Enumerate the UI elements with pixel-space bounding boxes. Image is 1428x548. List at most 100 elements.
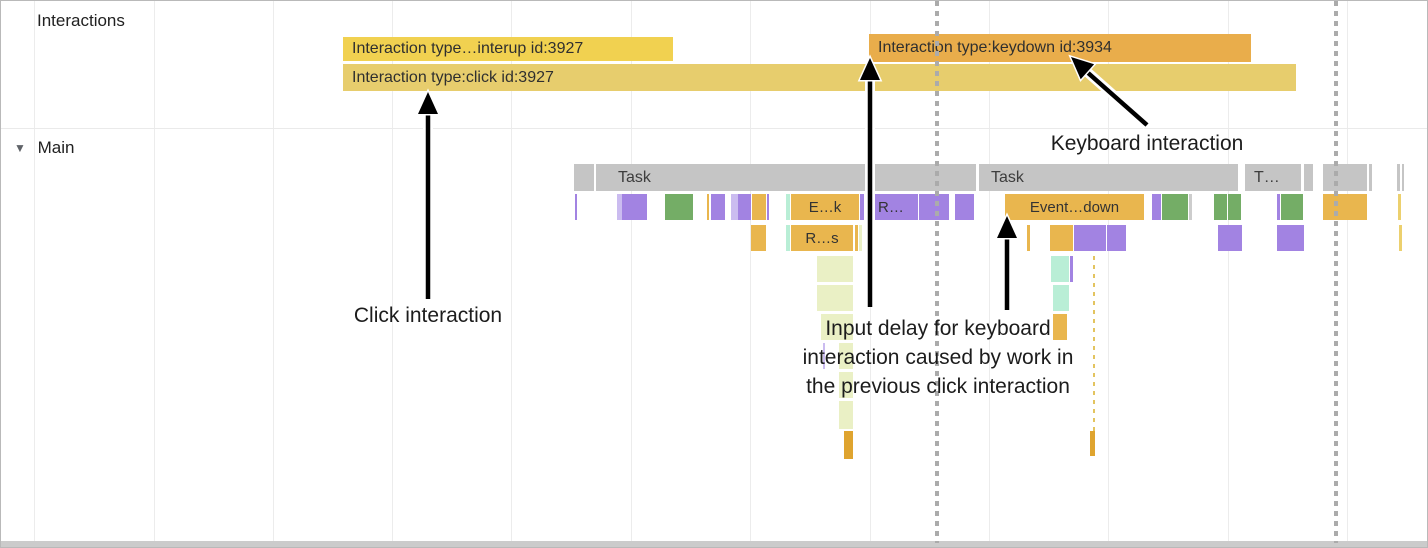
flame-segment[interactable]: R…s bbox=[791, 225, 853, 251]
flame-segment[interactable] bbox=[1214, 194, 1227, 220]
flame-segment-label: E…k bbox=[808, 198, 842, 216]
flame-segment[interactable] bbox=[1228, 194, 1241, 220]
flame-segment-label: Task bbox=[618, 168, 651, 186]
interactions-track-title: Interactions bbox=[37, 11, 125, 30]
flame-segment[interactable] bbox=[1051, 256, 1069, 282]
flame-segment[interactable] bbox=[817, 285, 853, 311]
flame-segment[interactable] bbox=[919, 194, 949, 220]
task-bar[interactable] bbox=[1402, 164, 1404, 191]
gridline bbox=[1108, 1, 1109, 543]
flame-segment[interactable] bbox=[738, 194, 751, 220]
flame-segment[interactable] bbox=[1090, 431, 1095, 456]
gridline bbox=[1347, 1, 1348, 543]
flame-segment[interactable] bbox=[839, 343, 853, 369]
pending-task-line bbox=[1093, 256, 1095, 456]
flame-segment[interactable] bbox=[1281, 194, 1303, 220]
flame-segment[interactable] bbox=[839, 401, 853, 429]
flame-segment[interactable] bbox=[767, 194, 769, 220]
flame-segment[interactable] bbox=[786, 225, 790, 251]
screenshot-marker-line bbox=[1334, 1, 1338, 543]
flame-segment-label: R… bbox=[878, 198, 904, 216]
flame-segment[interactable] bbox=[707, 194, 709, 220]
flame-segment[interactable]: R… bbox=[872, 194, 918, 220]
gridline bbox=[989, 1, 990, 543]
interaction-bar-label: Interaction type…interup id:3927 bbox=[352, 40, 584, 57]
flame-segment[interactable] bbox=[823, 343, 825, 369]
keyboard-annotation-text: Keyboard interaction bbox=[1050, 132, 1244, 155]
task-bar[interactable] bbox=[1397, 164, 1400, 191]
flame-segment[interactable] bbox=[711, 194, 725, 220]
flame-segment[interactable] bbox=[751, 225, 766, 251]
flame-segment-label: Event…down bbox=[1029, 198, 1120, 216]
flame-segment[interactable] bbox=[859, 225, 862, 251]
flame-segment[interactable] bbox=[752, 194, 766, 220]
task-bar[interactable] bbox=[574, 164, 594, 191]
click-annotation-text: Click interaction bbox=[353, 304, 503, 327]
flame-segment[interactable] bbox=[821, 314, 853, 340]
track-separator bbox=[1, 128, 1427, 129]
task-bar[interactable] bbox=[1323, 164, 1367, 191]
flame-segment[interactable] bbox=[1323, 194, 1367, 220]
interaction-bar[interactable]: Interaction type:click id:3927 bbox=[343, 64, 1296, 91]
flame-segment[interactable]: Event…down bbox=[1005, 194, 1144, 220]
interaction-bar[interactable]: Interaction type:keydown id:3934 bbox=[869, 34, 1251, 62]
flame-segment[interactable] bbox=[1027, 225, 1030, 251]
flame-segment[interactable] bbox=[955, 194, 974, 220]
flame-segment[interactable] bbox=[1162, 194, 1188, 220]
task-bar[interactable] bbox=[1369, 164, 1372, 191]
gridline bbox=[392, 1, 393, 543]
flame-segment[interactable] bbox=[1277, 194, 1280, 220]
flame-segment[interactable] bbox=[1398, 194, 1401, 220]
flame-segment[interactable] bbox=[1050, 225, 1073, 251]
flame-segment[interactable] bbox=[860, 194, 864, 220]
input-delay-line-2: interaction caused by work in bbox=[802, 346, 1074, 369]
interaction-bar-label: Interaction type:click id:3927 bbox=[352, 68, 554, 86]
flame-segment[interactable] bbox=[855, 225, 858, 251]
flame-segment[interactable] bbox=[1053, 285, 1069, 311]
gridline bbox=[750, 1, 751, 543]
interaction-bar[interactable]: Interaction type…interup id:3927 bbox=[343, 37, 673, 61]
flame-segment[interactable] bbox=[1070, 256, 1073, 282]
flame-segment[interactable]: E…k bbox=[791, 194, 859, 220]
flame-segment[interactable] bbox=[1277, 225, 1304, 251]
interactions-track-label: Interactions bbox=[37, 11, 125, 31]
flame-segment[interactable] bbox=[817, 256, 853, 282]
flame-segment[interactable] bbox=[1053, 314, 1067, 340]
task-bar[interactable]: Task bbox=[979, 164, 1238, 191]
flame-segment[interactable] bbox=[839, 372, 853, 398]
flame-segment[interactable] bbox=[622, 194, 647, 220]
input-delay-line-1: Input delay for keyboard bbox=[825, 317, 1051, 340]
gridline bbox=[273, 1, 274, 543]
collapse-triangle-icon[interactable]: ▼ bbox=[14, 141, 26, 155]
gridline bbox=[154, 1, 155, 543]
gridline bbox=[511, 1, 512, 543]
flame-segment[interactable] bbox=[665, 194, 693, 220]
flame-segment[interactable] bbox=[1399, 225, 1402, 251]
task-bar[interactable]: T… bbox=[1245, 164, 1301, 191]
main-track-title: Main bbox=[37, 138, 75, 157]
gridline bbox=[631, 1, 632, 543]
event-arrow bbox=[994, 212, 1020, 310]
flame-segment[interactable] bbox=[1189, 194, 1192, 220]
flame-segment[interactable] bbox=[786, 194, 790, 220]
flame-segment[interactable] bbox=[617, 194, 622, 220]
flame-segment[interactable] bbox=[1107, 225, 1126, 251]
flame-segment[interactable] bbox=[844, 431, 853, 459]
flame-segment[interactable] bbox=[1152, 194, 1161, 220]
flame-segment[interactable] bbox=[1218, 225, 1242, 251]
flame-segment[interactable] bbox=[1074, 225, 1106, 251]
flame-segment-label: Task bbox=[991, 168, 1024, 186]
task-bar[interactable] bbox=[1304, 164, 1313, 191]
gridline bbox=[34, 1, 35, 543]
screenshot-marker-line bbox=[935, 1, 939, 543]
task-bar[interactable]: Task bbox=[596, 164, 976, 191]
horizontal-scrollbar-track[interactable] bbox=[1, 541, 1427, 547]
gridline bbox=[1228, 1, 1229, 543]
flame-segment[interactable] bbox=[575, 194, 577, 220]
click-arrow bbox=[415, 88, 441, 299]
main-track-header[interactable]: ▼ Main bbox=[14, 138, 74, 158]
input-delay-line-3: the previous click interaction bbox=[806, 375, 1070, 398]
flame-segment-label: T… bbox=[1254, 168, 1280, 186]
flame-segment[interactable] bbox=[731, 194, 738, 220]
